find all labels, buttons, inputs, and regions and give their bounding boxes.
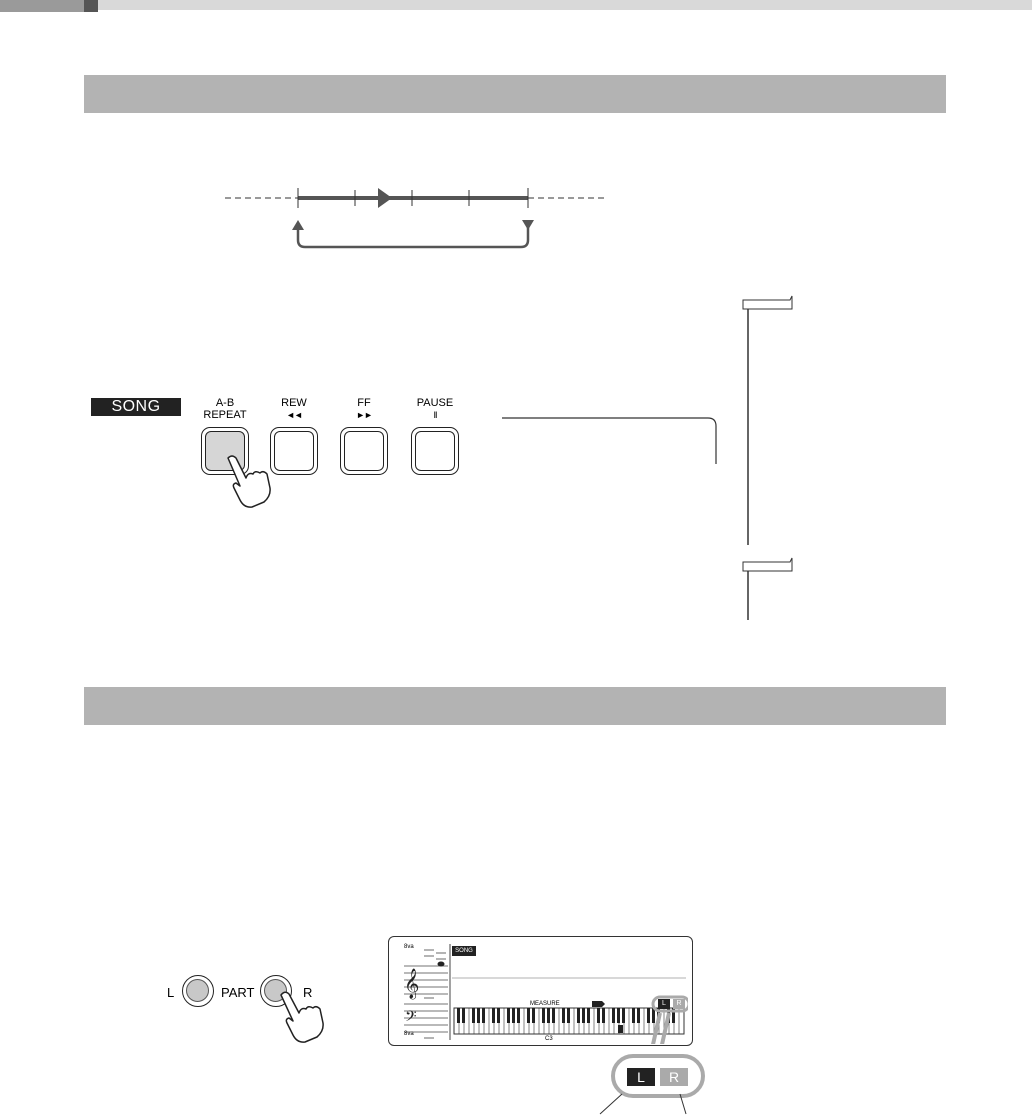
pressing-hand-icon (227, 455, 271, 508)
callout-pointer-lines (599, 1093, 687, 1115)
song-section-label: SONG (91, 398, 181, 416)
lcd-measure-marker (592, 1001, 605, 1007)
pause-label: PAUSE (416, 397, 454, 409)
callout-part-r: R (660, 1068, 688, 1086)
play-direction-arrow (378, 188, 392, 208)
part-r-button[interactable] (260, 975, 292, 1007)
rew-icon: ◄◄ (286, 410, 303, 420)
rew-label: REW (281, 397, 307, 409)
ff-button[interactable] (340, 427, 388, 475)
lcd-measure-label: MEASURE (530, 1001, 560, 1007)
part-l-label: L (167, 985, 175, 1000)
pause-button[interactable] (411, 427, 459, 475)
loop-return-arrow-down (522, 220, 534, 230)
pressing-hand-icon-part (280, 991, 324, 1043)
note-side-lines (742, 295, 793, 620)
page-tab-marker (0, 0, 84, 12)
top-rule (0, 0, 1032, 10)
lcd-song-indicator: SONG (452, 946, 476, 956)
ab-repeat-label: A-B REPEAT (203, 397, 247, 421)
ff-icon: ►► (356, 410, 373, 420)
lcd-key-label: C3 (545, 1036, 553, 1042)
lcd-part-l: L (658, 999, 670, 1009)
part-l-button[interactable] (182, 975, 214, 1007)
section-heading-bar-1 (84, 75, 946, 113)
svg-text:𝄢: 𝄢 (405, 1008, 417, 1029)
loop-return-arrow-up (292, 220, 304, 230)
lcd-octave-down: 8va (404, 1031, 414, 1037)
svg-text:𝄞: 𝄞 (404, 968, 419, 1000)
part-r-label: R (303, 985, 313, 1000)
rew-button[interactable] (270, 427, 318, 475)
lcd-octave-up: 8va (404, 944, 414, 950)
page-tab-marker-dark (84, 0, 98, 12)
part-indicator-callout (611, 1054, 705, 1098)
lcd-graphics: 𝄞 𝄢 (404, 944, 688, 1044)
ff-label: FF (357, 397, 371, 409)
lcd-part-r: R (673, 999, 685, 1009)
callout-connector (502, 417, 717, 464)
section-heading-bar-2 (84, 687, 946, 725)
pause-icon: II (433, 410, 437, 420)
part-label: PART (221, 985, 255, 1000)
ab-repeat-loop-diagram (225, 188, 605, 249)
callout-part-l: L (627, 1068, 655, 1086)
